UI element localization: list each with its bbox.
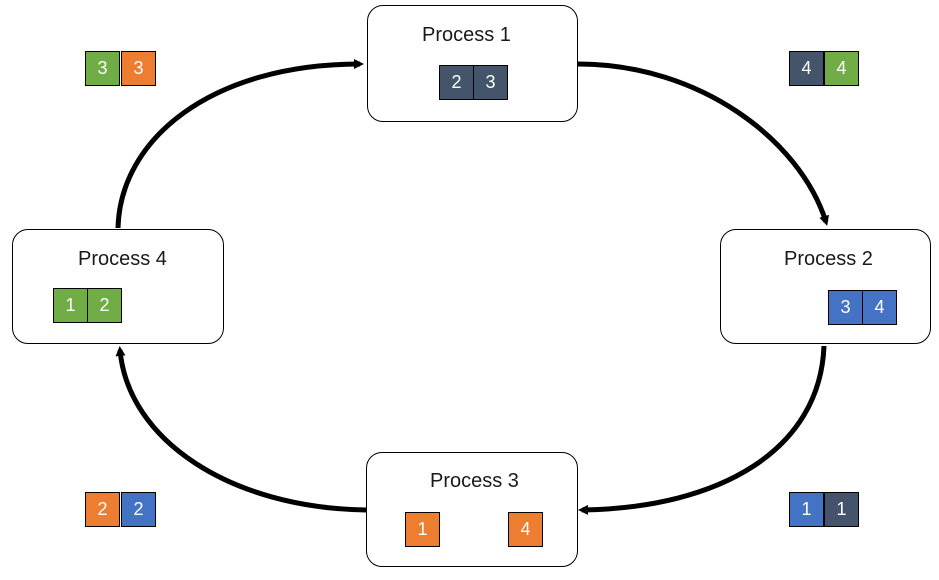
process-3-title: Process 3 (430, 470, 519, 492)
message-cell: 1 (824, 492, 859, 527)
message-cell: 4 (789, 51, 824, 86)
process-3-cell-1: 1 (405, 512, 440, 547)
process-1-title: Process 1 (422, 24, 511, 46)
process-4-box: Process 4 1 2 (12, 229, 224, 344)
message-cell: 1 (789, 492, 824, 527)
process-3-box: Process 3 1 4 (366, 452, 578, 567)
arrow-process-1-to-process-2 (577, 61, 829, 226)
message-cell: 2 (85, 492, 120, 527)
process-3-cell-2: 4 (508, 512, 543, 547)
arrow-process-3-to-process-4 (115, 346, 367, 513)
process-2-box: Process 2 3 4 (720, 229, 931, 344)
message-cell: 4 (824, 51, 859, 86)
message-cell: 3 (85, 51, 120, 86)
message-cell: 3 (121, 51, 156, 86)
process-4-cell-2: 2 (87, 288, 122, 323)
process-1-cell-2: 3 (473, 65, 508, 100)
process-2-cell-2: 4 (862, 290, 897, 325)
arrow-process-2-to-process-3 (578, 345, 827, 515)
arrow-process-4-to-process-1 (115, 59, 364, 229)
process-4-title: Process 4 (78, 248, 167, 270)
process-4-cell-1: 1 (53, 288, 88, 323)
process-2-title: Process 2 (784, 248, 873, 270)
process-1-cell-1: 2 (439, 65, 474, 100)
process-2-cell-1: 3 (828, 290, 863, 325)
message-cell: 2 (121, 492, 156, 527)
process-1-box: Process 1 2 3 (367, 5, 578, 122)
